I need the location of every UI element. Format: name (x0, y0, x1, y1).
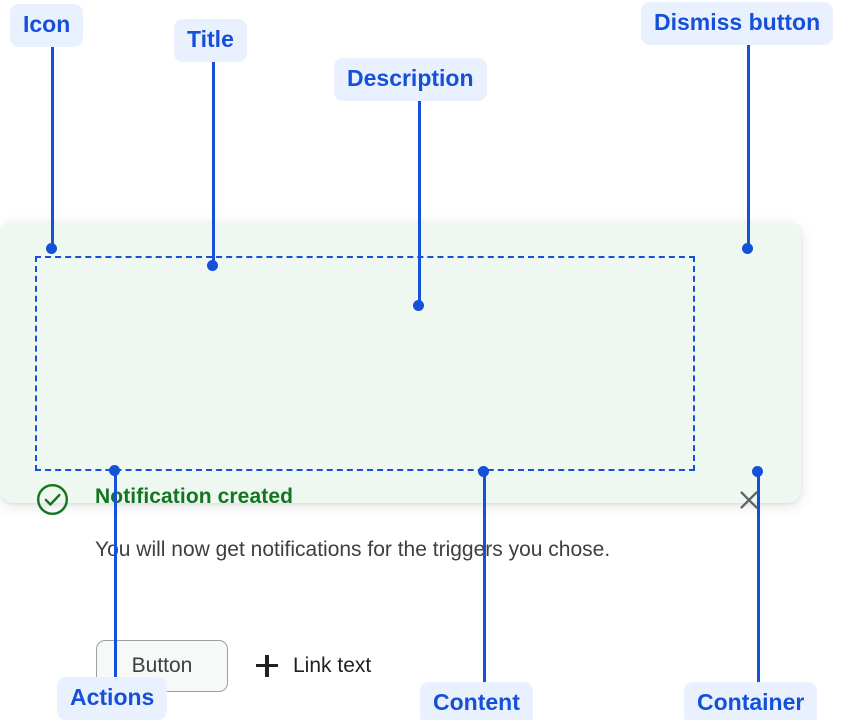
dismiss-button[interactable] (733, 484, 764, 515)
callout-actions: Actions (57, 677, 168, 720)
callout-icon: Icon (10, 4, 84, 47)
anchor-dot-description (413, 300, 424, 311)
leader-line-description (418, 95, 421, 306)
callout-title: Title (174, 19, 247, 62)
notification-title: Notification created (95, 485, 294, 508)
anchor-dot-content (478, 466, 489, 477)
leader-line-actions (114, 470, 117, 678)
close-icon (739, 490, 758, 509)
anchor-dot-container (752, 466, 763, 477)
link-action-label: Link text (293, 654, 372, 677)
leader-line-dismiss (747, 39, 750, 249)
anchor-dot-title (207, 260, 218, 271)
leader-line-title (212, 55, 215, 265)
check-circle-icon (36, 483, 69, 516)
leader-line-icon (51, 40, 54, 248)
leader-line-container (757, 471, 760, 683)
anchor-dot-actions (109, 465, 120, 476)
callout-content: Content (420, 682, 533, 720)
anchor-dot-icon (46, 243, 57, 254)
link-action[interactable]: Link text (256, 654, 371, 678)
anchor-dot-dismiss (742, 243, 753, 254)
callout-container: Container (684, 682, 818, 720)
callout-description: Description (334, 58, 487, 101)
notification-container: Notification created You will now get no… (0, 222, 801, 692)
plus-icon (256, 655, 278, 677)
leader-line-content (483, 471, 486, 683)
callout-dismiss-button: Dismiss button (641, 2, 834, 45)
notification-description: You will now get notifications for the t… (95, 538, 611, 561)
